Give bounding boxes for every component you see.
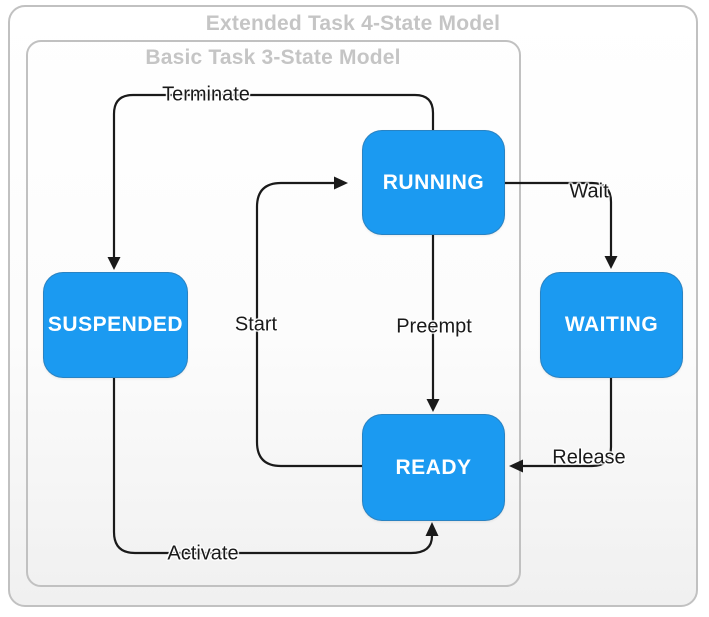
arrowhead-release bbox=[509, 459, 523, 473]
transition-label-wait: Wait bbox=[569, 180, 609, 203]
transition-label-release: Release bbox=[552, 446, 626, 469]
basic-model-title: Basic Task 3-State Model bbox=[145, 46, 401, 69]
extended-model-title: Extended Task 4-State Model bbox=[205, 12, 501, 35]
state-waiting-label: WAITING bbox=[564, 313, 659, 336]
transition-label-preempt: Preempt bbox=[396, 315, 472, 338]
edge-release bbox=[523, 378, 613, 468]
state-ready-label: READY bbox=[395, 455, 472, 479]
state-waiting: WAITING bbox=[540, 272, 683, 378]
state-ready: READY bbox=[362, 414, 505, 521]
arrowhead-preempt bbox=[426, 399, 440, 412]
transition-label-activate: Activate bbox=[167, 542, 239, 565]
arrowhead-wait bbox=[604, 256, 618, 269]
edge-terminate bbox=[112, 93, 435, 257]
edge-wait bbox=[505, 181, 613, 256]
transition-label-terminate: Terminate bbox=[162, 83, 250, 106]
edge-start bbox=[255, 181, 362, 468]
arrowhead-activate bbox=[425, 522, 439, 536]
arrowhead-terminate bbox=[107, 257, 121, 270]
edge-activate bbox=[112, 378, 434, 555]
transition-label-start: Start bbox=[234, 313, 278, 336]
arrowhead-start bbox=[334, 176, 348, 190]
state-running-label: RUNNING bbox=[382, 170, 485, 194]
state-suspended-label: SUSPENDED bbox=[47, 313, 184, 336]
state-running: RUNNING bbox=[362, 130, 505, 235]
basic-model-frame bbox=[26, 40, 521, 587]
state-suspended: SUSPENDED bbox=[43, 272, 188, 378]
